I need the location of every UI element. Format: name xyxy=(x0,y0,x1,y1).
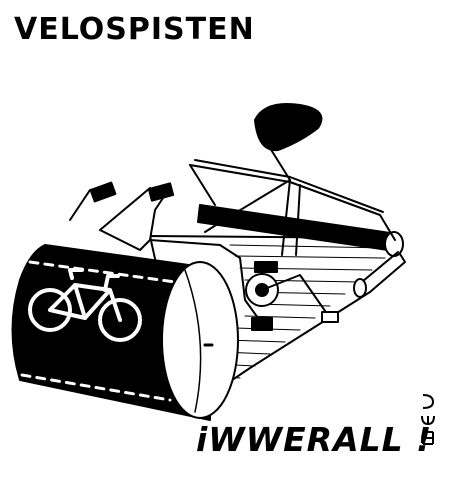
bike-frame xyxy=(189,164,396,241)
cartoon-caption: iWWERALL ! xyxy=(196,420,433,459)
bike-seat xyxy=(254,103,323,152)
cartoon-title: VELOSPISTEN xyxy=(14,12,255,47)
bicycle-icon xyxy=(28,268,142,342)
front-roller-drum xyxy=(11,244,211,421)
artist-signature xyxy=(421,394,435,445)
